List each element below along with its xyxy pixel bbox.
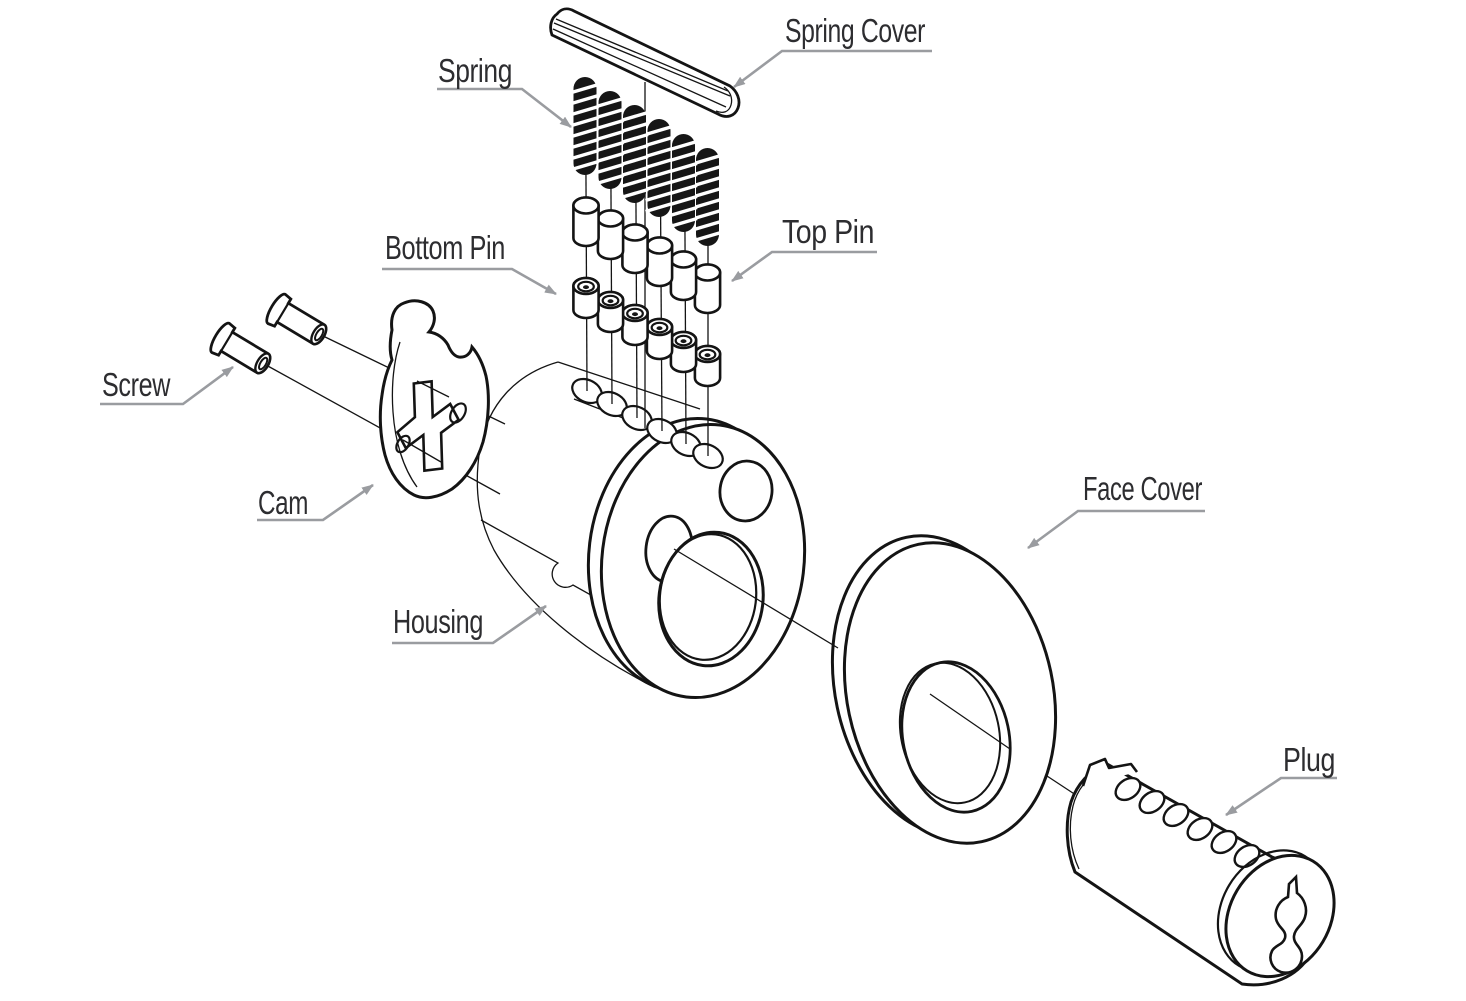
annotations: Spring Cover Spring Bottom Pin Top Pin S… — [100, 12, 1337, 817]
leader-face-cover — [1027, 509, 1205, 550]
label-text-top-pin: Top Pin — [782, 213, 874, 250]
bottom-pin-1 — [572, 276, 600, 320]
leader-spring-cover — [733, 49, 932, 89]
top-pin-3 — [621, 223, 649, 275]
screw-2 — [265, 292, 328, 346]
label-housing: Housing — [392, 603, 547, 645]
bottom-pin-6 — [693, 344, 722, 388]
top-pin-6 — [693, 263, 722, 315]
spring-1 — [569, 75, 601, 177]
label-spring-cover: Spring Cover — [733, 12, 932, 89]
label-text-screw: Screw — [102, 366, 171, 403]
cam-hole-lower-oval — [395, 434, 411, 454]
housing — [476, 361, 807, 700]
leader-spring — [437, 87, 572, 129]
bottom-pin-3 — [621, 303, 649, 347]
label-plug: Plug — [1225, 741, 1337, 817]
screw-1 — [209, 321, 272, 375]
spring-2 — [594, 89, 626, 191]
top-pin-4 — [645, 236, 674, 288]
spring-4 — [643, 117, 675, 219]
housing-chamber-flat-far-edge — [557, 361, 701, 410]
spring-cover — [549, 7, 741, 118]
cam — [378, 299, 490, 500]
top-pin-5 — [669, 250, 698, 302]
label-screw: Screw — [100, 365, 234, 406]
label-cam: Cam — [257, 483, 374, 522]
face-cover-hole-inner-rim — [898, 661, 1002, 805]
bottom-pin-4 — [645, 317, 674, 361]
housing-flange-hole-top — [718, 459, 774, 523]
housing-bore-chamfer — [658, 533, 758, 661]
label-text-housing: Housing — [393, 603, 483, 640]
face-cover — [830, 534, 1058, 845]
cam-cross-hole — [395, 379, 461, 473]
label-face-cover: Face Cover — [1027, 470, 1205, 550]
spring-5 — [668, 132, 699, 234]
cam-hole-right-oval — [449, 402, 467, 424]
label-top-pin: Top Pin — [731, 213, 877, 283]
spring-6 — [692, 146, 723, 248]
cam-thickness-edge — [391, 341, 418, 488]
label-bottom-pin: Bottom Pin — [382, 229, 557, 296]
label-text-bottom-pin: Bottom Pin — [385, 229, 505, 266]
label-text-spring-cover: Spring Cover — [785, 12, 925, 49]
leader-housing — [392, 604, 547, 645]
label-text-cam: Cam — [258, 484, 308, 521]
spring-3 — [619, 103, 650, 205]
leader-bottom-pin — [382, 267, 557, 296]
plug-chamber-holes — [1114, 776, 1261, 869]
leader-plug — [1225, 776, 1337, 817]
plug-retainer-tab — [1081, 757, 1139, 787]
housing-profile-notch — [480, 519, 649, 628]
label-text-face-cover: Face Cover — [1083, 470, 1202, 507]
leader-top-pin — [731, 250, 877, 283]
label-text-spring: Spring — [438, 52, 512, 89]
bottom-pin-2 — [596, 290, 625, 334]
plug — [1065, 757, 1336, 987]
top-pin-1 — [572, 196, 600, 248]
plug-keyway — [1269, 874, 1308, 974]
leader-cam — [257, 483, 374, 522]
label-spring: Spring — [437, 52, 572, 129]
label-text-plug: Plug — [1283, 741, 1335, 778]
leader-screw — [100, 365, 234, 406]
bottom-pin-5 — [669, 330, 698, 374]
top-pin-2 — [596, 209, 625, 261]
